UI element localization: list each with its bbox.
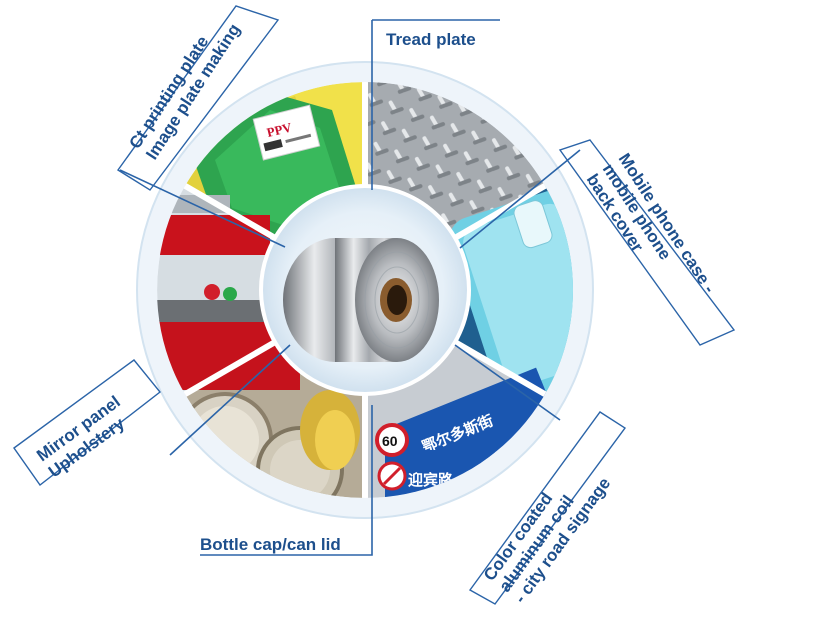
aluminum-coil [283, 238, 439, 362]
plate-ppv-text: PPV [265, 119, 294, 140]
connector-lines [119, 19, 581, 556]
label-boxes [13, 5, 736, 605]
speed-sign-text: 60 [382, 433, 398, 449]
label-bottle-cap: Bottle cap/can lid [200, 535, 341, 554]
label-tread-plate: Tread plate [386, 30, 476, 49]
